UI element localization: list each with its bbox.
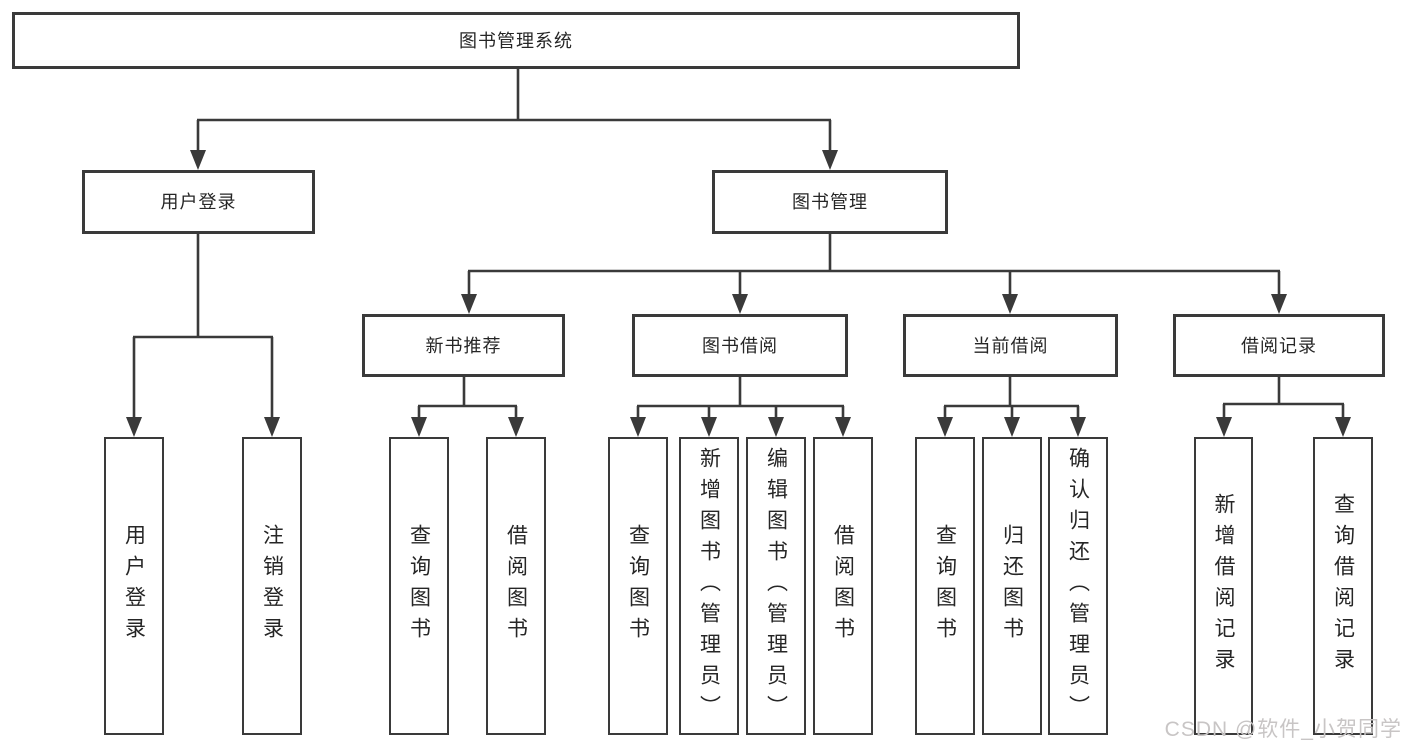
node-label: 图书借阅 <box>702 335 778 356</box>
leaf-label: 注销登录 <box>260 524 284 648</box>
node-label: 当前借阅 <box>972 335 1049 356</box>
node-borrow-records: 借阅记录 <box>1173 314 1385 377</box>
connector-borrow-records <box>1216 377 1351 437</box>
leaf-borrow-books: 借阅图书 <box>813 437 873 735</box>
connector-user-login <box>126 234 280 437</box>
leaf-label: 查询图书 <box>626 524 650 648</box>
node-book-management: 图书管理 <box>712 170 948 234</box>
leaf-label: 归还图书 <box>1000 524 1024 648</box>
leaf-label: 用户登录 <box>122 524 146 648</box>
node-label: 用户登录 <box>160 192 237 212</box>
leaf-query-books-borrow: 查询图书 <box>608 437 668 735</box>
leaf-user-login: 用户登录 <box>104 437 164 735</box>
leaf-query-books-current: 查询图书 <box>915 437 975 735</box>
leaf-add-borrow-record: 新增借阅记录 <box>1194 437 1253 735</box>
connector-book-management <box>461 234 1287 314</box>
node-new-book-recommend: 新书推荐 <box>362 314 565 377</box>
node-book-borrow: 图书借阅 <box>632 314 848 377</box>
leaf-label: 新增借阅记录 <box>1212 493 1235 679</box>
connector-book-borrow <box>630 377 851 437</box>
node-user-login: 用户登录 <box>82 170 315 234</box>
connector-root <box>190 69 838 170</box>
leaf-label: 借阅图书 <box>831 524 855 648</box>
leaf-label: 查询图书 <box>407 524 431 648</box>
leaf-query-books-recommend: 查询图书 <box>389 437 449 735</box>
leaf-label: 查询图书 <box>933 524 957 648</box>
leaf-return-books: 归还图书 <box>982 437 1042 735</box>
leaf-add-books-admin: 新增图书（管理员） <box>679 437 739 735</box>
leaf-label: 查询借阅记录 <box>1331 493 1355 679</box>
node-label: 借阅记录 <box>1241 335 1317 356</box>
connector-current-borrow <box>937 377 1086 437</box>
leaf-label: 新增图书（管理员） <box>697 446 721 726</box>
csdn-watermark: CSDN @软件_小贺同学 <box>1164 718 1402 741</box>
node-label: 图书管理 <box>792 192 868 212</box>
node-label: 新书推荐 <box>425 335 502 356</box>
connector-new-book <box>411 377 524 437</box>
leaf-label: 确认归还（管理员） <box>1066 446 1090 726</box>
leaf-borrow-books-recommend: 借阅图书 <box>486 437 546 735</box>
leaf-label: 借阅图书 <box>504 524 528 648</box>
leaf-logout: 注销登录 <box>242 437 302 735</box>
node-library-system: 图书管理系统 <box>12 12 1020 69</box>
leaf-confirm-return-admin: 确认归还（管理员） <box>1048 437 1108 735</box>
node-current-borrow: 当前借阅 <box>903 314 1118 377</box>
leaf-query-borrow-record: 查询借阅记录 <box>1313 437 1373 735</box>
leaf-label: 编辑图书（管理员） <box>764 446 788 726</box>
leaf-edit-books-admin: 编辑图书（管理员） <box>746 437 806 735</box>
node-label: 图书管理系统 <box>459 30 573 51</box>
